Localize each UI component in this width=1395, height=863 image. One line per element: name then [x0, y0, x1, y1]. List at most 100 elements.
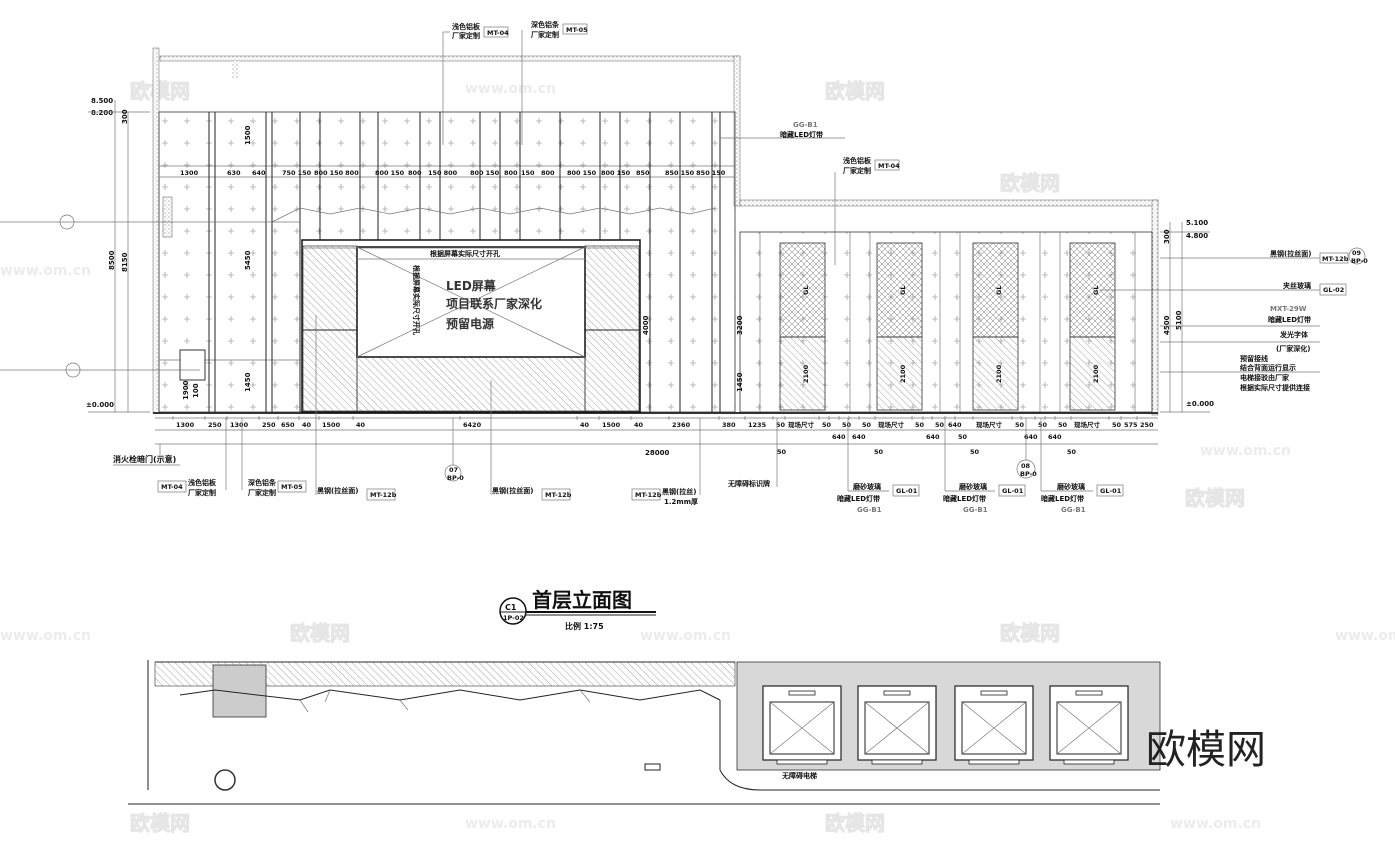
callout-sheet: BP-0: [447, 474, 464, 482]
black-steel-label: 黑钢(拉丝面): [492, 486, 533, 495]
callout-marker: [65, 362, 81, 378]
top-dimension: 630: [227, 169, 241, 177]
led-strip-label: 暗藏LED灯带: [943, 494, 986, 503]
level-0-right: ±0.000: [1186, 400, 1214, 408]
callout-sheet: BP-0: [1020, 470, 1037, 478]
bottom-dimension: 50: [958, 433, 968, 441]
black-steel-label: 黑钢(拉丝): [662, 487, 696, 496]
top-dimension: 150: [617, 169, 631, 177]
mt04-label: 浅色铝板: [188, 478, 217, 487]
mt04-label: 厂家定制: [843, 166, 871, 175]
top-dimension: 640: [252, 169, 266, 177]
mt05-tag: MT-05: [566, 26, 588, 34]
elevator-height: 2100: [802, 364, 810, 383]
led-strip-code: GG-B1: [793, 121, 818, 129]
callout-09: [1348, 247, 1366, 265]
black-steel-tag: MT-12b: [370, 491, 397, 499]
mt05-label: 厂家定制: [248, 488, 276, 497]
bottom-dimension: 50: [1038, 421, 1048, 429]
elevator-height: 2100: [1092, 364, 1100, 383]
dim: 4000: [642, 315, 650, 335]
frosted-glass-tag: GL-01: [1002, 487, 1024, 495]
bottom-dimension: 1300: [176, 421, 195, 429]
led-code: MXT-29W: [1270, 305, 1307, 313]
sub-dimension: 50: [1067, 448, 1077, 456]
bottom-dimension: 50: [915, 421, 925, 429]
luminous-sign-label: 发光字体: [1279, 330, 1309, 339]
level-8500: 8.500: [91, 97, 113, 105]
bottom-dimension: 2360: [672, 421, 691, 429]
dim: 8500: [108, 250, 116, 270]
drawing-title: 首层立面图: [532, 588, 632, 612]
watermark-url: www.om.cn: [465, 81, 556, 97]
top-dimension: 800: [375, 169, 389, 177]
bottom-dimension: 现场尺寸: [788, 420, 815, 429]
dim: 100: [192, 383, 200, 398]
callout-sheet: BP-0: [1351, 257, 1368, 265]
led-strip-code: GG-B1: [857, 506, 882, 514]
top-dimension: 800: [541, 169, 555, 177]
bottom-dimension: 575: [1124, 421, 1138, 429]
watermark: 欧模网: [1000, 171, 1060, 195]
top-dimension: 750: [282, 169, 296, 177]
elevator-tag: GL: [802, 286, 810, 295]
black-steel-tag: MT-12b: [1322, 255, 1349, 263]
mt04-tag: MT-04: [487, 29, 509, 37]
top-dimension: 800: [470, 169, 484, 177]
bottom-dimension: 640: [926, 433, 940, 441]
top-dimension: 1300: [180, 169, 199, 177]
watermark-logo: 欧模网: [1146, 727, 1266, 773]
left-door: [302, 245, 358, 412]
dim: 1900: [182, 380, 190, 400]
elevator-tag: GL: [1092, 286, 1100, 295]
elevator-door: [1069, 336, 1116, 411]
bottom-dimension: 50: [1015, 421, 1025, 429]
bottom-dimension: 40: [634, 421, 644, 429]
dim: 4500: [1163, 315, 1171, 335]
bottom-dimension: 1500: [602, 421, 621, 429]
note: 结合背面运行显示: [1239, 363, 1296, 372]
led-strip-code: GG-B1: [963, 506, 988, 514]
dim: 5450: [244, 250, 252, 270]
elevator-shaft: [954, 685, 1034, 765]
led-screen-label: LED屏幕: [446, 278, 497, 293]
bottom-dimension: 50: [842, 421, 852, 429]
mt05-label: 深色铝条: [248, 478, 277, 487]
elevator-door: [876, 336, 923, 411]
bottom-dimension: 现场尺寸: [1074, 420, 1101, 429]
sub-dimension: 50: [777, 448, 787, 456]
note: 根据实际尺寸提供连接: [1240, 383, 1310, 392]
top-dimension: 850: [696, 169, 710, 177]
bottom-dimension: 1300: [230, 421, 249, 429]
top-dimension: 800: [567, 169, 581, 177]
wired-glass-tag: GL-02: [1323, 286, 1344, 294]
watermark-url: www.om.cn: [0, 263, 91, 279]
callout-number: 08: [1021, 462, 1031, 470]
top-dimension: 800: [601, 169, 615, 177]
callout-number: 09: [1352, 249, 1362, 257]
title-block: C1 1P-02 首层立面图 比例 1:75: [499, 588, 656, 631]
watermark: 欧模网: [130, 79, 190, 103]
watermark-url: www.om.cn: [1200, 443, 1291, 459]
mt05-label: 深色铝条: [531, 20, 560, 29]
watermark: 欧模网: [825, 811, 885, 835]
glass-lattice-panel: [972, 242, 1019, 338]
screen-opening-note: 根据屏幕实际尺寸开孔: [430, 249, 500, 258]
elevator-door: [972, 336, 1019, 411]
black-steel-label: 黑钢(拉丝面): [317, 486, 358, 495]
accessible-sign-label: 无障碍标识牌: [727, 479, 770, 488]
glass-lattice-panel: [876, 242, 923, 338]
watermark-url: www.om.cn: [1170, 816, 1261, 832]
floor-plan: 无障碍电梯: [128, 660, 1161, 805]
dim: 5100: [1175, 310, 1183, 330]
frosted-glass-label: 磨砂玻璃: [1057, 482, 1085, 491]
elevator-height: 2100: [899, 364, 907, 383]
dim: 3200: [736, 315, 744, 335]
watermark-url: www.om.cn: [1335, 628, 1395, 644]
top-dimension: 800: [345, 169, 359, 177]
